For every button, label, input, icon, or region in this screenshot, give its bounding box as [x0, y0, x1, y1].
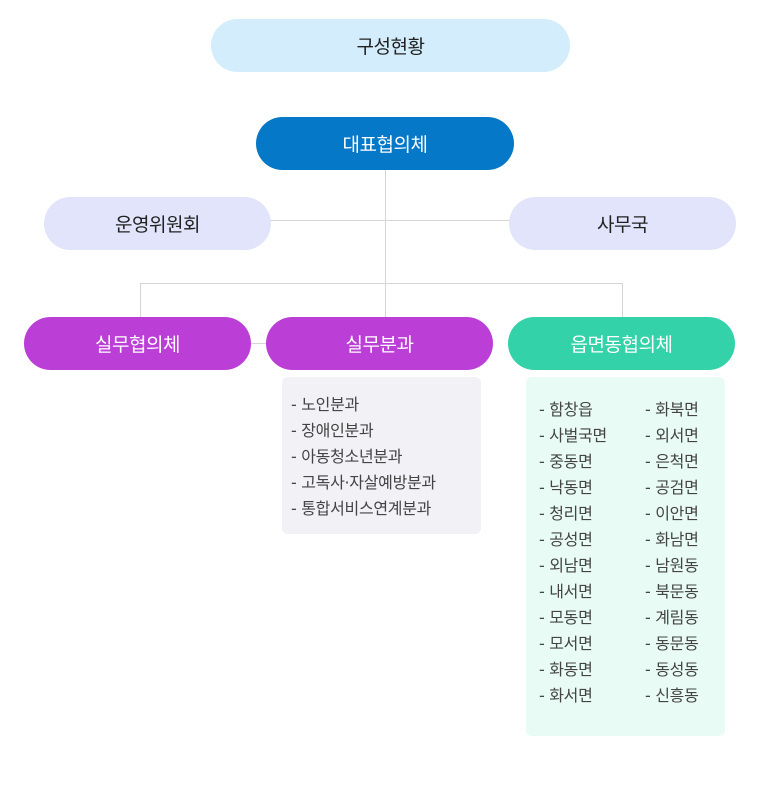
list-item: - 외남면	[539, 556, 593, 575]
list-item: - 모서면	[539, 634, 593, 653]
list-item: - 청리면	[539, 504, 593, 523]
list-item: - 통합서비스연계분과	[291, 499, 432, 518]
list-item: - 내서면	[539, 582, 593, 601]
list-item: - 함창읍	[539, 400, 593, 419]
working-council-node: 실무협의체	[24, 317, 251, 370]
division-panel: - 노인분과 - 장애인분과 - 아동청소년분과 - 고독사·자살예방분과 - …	[282, 377, 481, 534]
list-item: - 동문동	[645, 634, 699, 653]
township-panel: - 함창읍 - 사벌국면 - 중동면 - 낙동면 - 청리면 - 공성면 - 외…	[526, 377, 725, 736]
top-council-node: 대표협의체	[256, 117, 514, 170]
connector-branch-center	[385, 283, 386, 317]
township-council-node: 읍면동협의체	[508, 317, 735, 370]
chart-title: 구성현황	[211, 19, 570, 72]
township-list-right: - 화북면 - 외서면 - 은척면 - 공검면 - 이안면 - 화남면 - 남원…	[645, 397, 699, 709]
list-item: - 화서면	[539, 686, 593, 705]
secretariat-node: 사무국	[509, 197, 736, 250]
steering-committee-node: 운영위원회	[44, 197, 271, 250]
list-item: - 사벌국면	[539, 426, 607, 445]
list-item: - 은척면	[645, 452, 699, 471]
division-list: - 노인분과 - 장애인분과 - 아동청소년분과 - 고독사·자살예방분과 - …	[291, 392, 481, 522]
list-item: - 화북면	[645, 400, 699, 419]
list-item: - 이안면	[645, 504, 699, 523]
connector-side-horizontal	[270, 220, 510, 221]
list-item: - 공검면	[645, 478, 699, 497]
connector-branch-left	[140, 283, 141, 317]
list-item: - 계림동	[645, 608, 699, 627]
list-item: - 중동면	[539, 452, 593, 471]
connector-top-vertical	[385, 170, 386, 283]
list-item: - 외서면	[645, 426, 699, 445]
connector-branch-right	[622, 283, 623, 317]
list-item: - 북문동	[645, 582, 699, 601]
list-item: - 장애인분과	[291, 421, 374, 440]
list-item: - 공성면	[539, 530, 593, 549]
list-item: - 낙동면	[539, 478, 593, 497]
list-item: - 화동면	[539, 660, 593, 679]
list-item: - 아동청소년분과	[291, 447, 403, 466]
list-item: - 화남면	[645, 530, 699, 549]
list-item: - 남원동	[645, 556, 699, 575]
list-item: - 고독사·자살예방분과	[291, 473, 436, 492]
township-list-left: - 함창읍 - 사벌국면 - 중동면 - 낙동면 - 청리면 - 공성면 - 외…	[539, 397, 607, 709]
list-item: - 신흥동	[645, 686, 699, 705]
list-item: - 동성동	[645, 660, 699, 679]
connector-working-link	[250, 343, 267, 344]
list-item: - 모동면	[539, 608, 593, 627]
working-division-node: 실무분과	[266, 317, 493, 370]
connector-branch-horizontal	[140, 283, 623, 284]
list-item: - 노인분과	[291, 395, 359, 414]
